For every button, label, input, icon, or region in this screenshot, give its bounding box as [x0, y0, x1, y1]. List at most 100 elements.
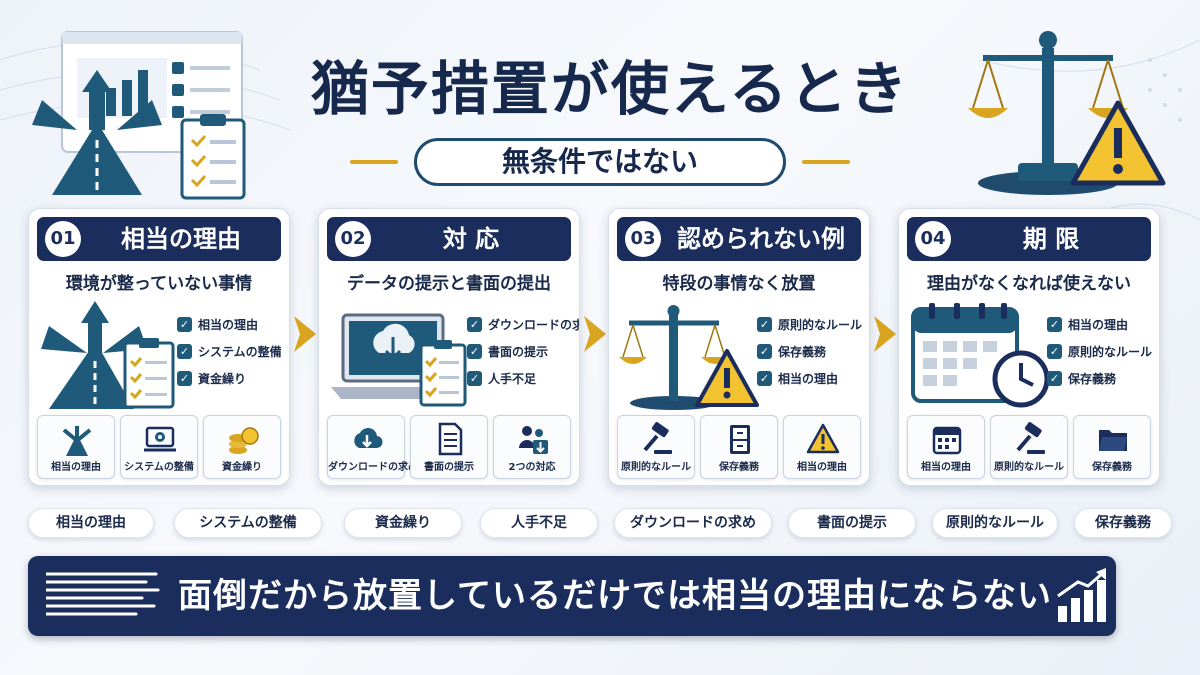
check-item: ✓相当の理由: [177, 311, 289, 338]
check-item: ✓原則的なルール: [757, 311, 869, 338]
tile-system: システムの整備: [120, 415, 198, 479]
tag: 原則的なルール: [932, 508, 1058, 538]
arrow-right-icon: [874, 316, 896, 352]
check-item: ✓ダウンロードの求め: [467, 311, 579, 338]
check-item: ✓保存義務: [757, 338, 869, 365]
card-header: 02 対 応: [327, 217, 571, 261]
road-fork-clipboard-illustration: [41, 301, 175, 409]
subtitle-pill: 無条件ではない: [414, 138, 786, 186]
folder-icon: [1099, 430, 1127, 451]
check-icon: ✓: [757, 317, 772, 332]
tile-two-responses: 2つの対応: [493, 415, 571, 479]
check-icon: ✓: [1047, 344, 1062, 359]
icon-tiles: 相当の理由 システムの整備 資金繰り: [37, 415, 281, 479]
card-title: 対 応: [442, 225, 500, 253]
tag: 相当の理由: [28, 508, 154, 538]
check-item: ✓相当の理由: [757, 365, 869, 392]
tile-document: 書面の提示: [410, 415, 488, 479]
keyword-tags: 相当の理由 システムの整備 資金繰り 人手不足 ダウンロードの求め 書面の提示 …: [28, 508, 1172, 538]
card-subtitle: 環境が整っていない事情: [65, 274, 253, 294]
road-fork-icon: [62, 426, 92, 456]
tile-download-request: ダウンロードの求め: [327, 415, 418, 479]
tile-retention-duty: 保存義務: [1073, 415, 1151, 479]
checklist: ✓原則的なルール ✓保存義務 ✓相当の理由: [757, 311, 869, 392]
check-icon: ✓: [467, 371, 482, 386]
tile-reason-warning: 相当の理由: [783, 415, 861, 479]
tag: 資金繰り: [344, 508, 462, 538]
card-response: 02 対 応 データの提示と書面の提出 ✓ダウンロードの求め ✓書面の提示 ✓人…: [318, 208, 580, 486]
tag: 保存義務: [1074, 508, 1172, 538]
checklist: ✓相当の理由 ✓原則的なルール ✓保存義務: [1047, 311, 1159, 392]
card-number: 04: [915, 221, 951, 257]
arrow-right-icon: [584, 316, 606, 352]
check-item: ✓人手不足: [467, 365, 579, 392]
check-icon: ✓: [757, 371, 772, 386]
banner-text: 面倒だから放置しているだけでは相当の理由にならない: [178, 576, 1052, 616]
warning-icon: [806, 423, 840, 454]
check-item: ✓資金繰り: [177, 365, 289, 392]
tag: 人手不足: [480, 508, 598, 538]
card-number: 01: [45, 221, 81, 257]
check-icon: ✓: [177, 344, 192, 359]
icon-tiles: ダウンロードの求め 書面の提示 2つの対応: [327, 415, 571, 479]
check-icon: ✓: [467, 344, 482, 359]
check-icon: ✓: [467, 317, 482, 332]
tag: ダウンロードの求め: [614, 508, 772, 538]
cabinet-icon: [730, 425, 750, 454]
speed-lines-icon: [46, 572, 160, 616]
document-icon: [438, 422, 463, 456]
card-title: 相当の理由: [121, 225, 241, 253]
tile-principle-rule: 原則的なルール: [990, 415, 1068, 479]
tag: システムの整備: [174, 508, 322, 538]
card-not-allowed: 03 認められない例 特段の事情なく放置 ✓原則的なルール ✓保存義務 ✓相当の…: [608, 208, 870, 486]
people-icon: [519, 426, 548, 454]
icon-tiles: 相当の理由 原則的なルール 保存義務: [907, 415, 1151, 479]
card-subtitle: 理由がなくなれば使えない: [927, 274, 1131, 294]
growth-chart-icon: [1057, 568, 1106, 622]
tile-reason: 相当の理由: [37, 415, 115, 479]
laptop-gear-icon: [144, 426, 176, 452]
card-header: 03 認められない例: [617, 217, 861, 261]
arrow-right-icon: [294, 316, 316, 352]
gavel-icon: [643, 422, 672, 454]
card-title: 認められない例: [677, 225, 845, 253]
check-icon: ✓: [1047, 371, 1062, 386]
hero-road-checklist-illustration: [32, 31, 246, 200]
card-deadline: 04 期 限 理由がなくなれば使えない ✓相当の理由 ✓原則的なルール ✓保存義…: [898, 208, 1160, 486]
conclusion-banner: 面倒だから放置しているだけでは相当の理由にならない: [28, 556, 1116, 636]
tile-cashflow: 資金繰り: [203, 415, 281, 479]
checklist: ✓相当の理由 ✓システムの整備 ✓資金繰り: [177, 311, 289, 392]
check-icon: ✓: [177, 371, 192, 386]
hero-scale-warning-illustration: [968, 31, 1166, 195]
card-subtitle: データの提示と書面の提出: [347, 274, 551, 294]
checklist: ✓ダウンロードの求め ✓書面の提示 ✓人手不足: [467, 311, 579, 392]
tile-retention-duty: 保存義務: [700, 415, 778, 479]
icon-tiles: 原則的なルール 保存義務 相当の理由: [617, 415, 861, 479]
card-subtitle: 特段の事情なく放置: [662, 274, 816, 294]
laptop-download-illustration: [331, 313, 467, 407]
cloud-download-icon: [354, 428, 383, 449]
subtitle-row: 無条件ではない: [350, 138, 850, 186]
card-header: 04 期 限: [907, 217, 1151, 261]
subtitle-dash-right: [802, 160, 850, 164]
tile-reason-calendar: 相当の理由: [907, 415, 985, 479]
check-item: ✓書面の提示: [467, 338, 579, 365]
tile-principle-rule: 原則的なルール: [617, 415, 695, 479]
check-item: ✓システムの整備: [177, 338, 289, 365]
check-item: ✓相当の理由: [1047, 311, 1159, 338]
check-icon: ✓: [177, 317, 192, 332]
scale-warning-illustration: [619, 305, 759, 410]
card-reason: 01 相当の理由 環境が整っていない事情 ✓相当の理由 ✓システムの整備 ✓資金…: [28, 208, 290, 486]
check-item: ✓原則的なルール: [1047, 338, 1159, 365]
check-item: ✓保存義務: [1047, 365, 1159, 392]
coins-icon: [229, 427, 259, 454]
page-title: 猶予措置が使えるとき: [310, 55, 910, 123]
check-icon: ✓: [757, 344, 772, 359]
calendar-clock-illustration: [911, 303, 1049, 408]
subtitle-dash-left: [350, 160, 398, 164]
gavel-icon: [1016, 422, 1045, 454]
tag: 書面の提示: [788, 508, 916, 538]
check-icon: ✓: [1047, 317, 1062, 332]
card-number: 02: [335, 221, 371, 257]
calendar-icon: [932, 426, 962, 455]
